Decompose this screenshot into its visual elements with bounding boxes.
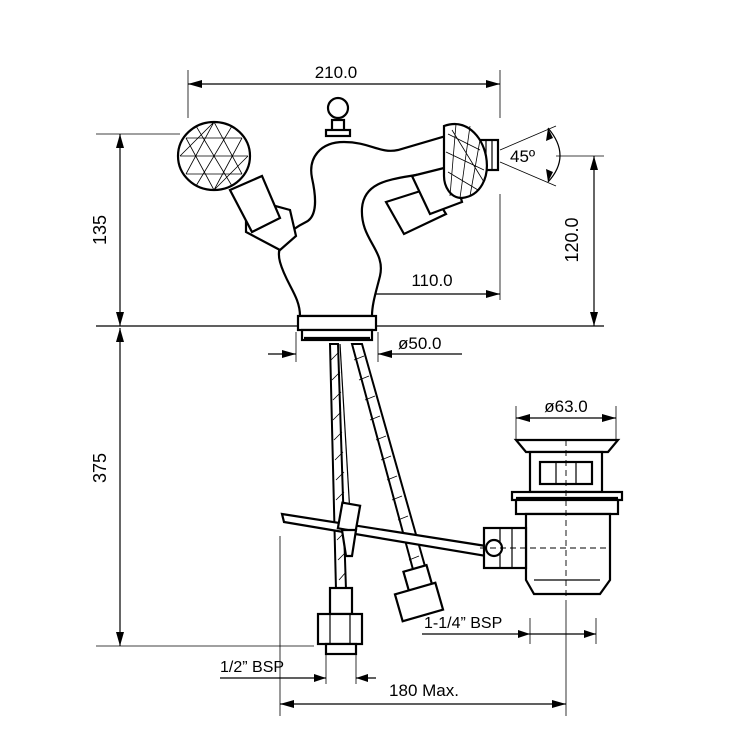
dimension-waste-diameter: ø63.0 [515,397,617,440]
height-375-label: 375 [90,453,110,483]
dimension-max-180: 180 Max. [279,536,567,716]
spout-angle-label: 45º [510,147,535,166]
dimension-base-diameter: ø50.0 [268,332,462,362]
inlet-thread-callout: 1/2” BSP [220,654,376,684]
base-diameter-label: ø50.0 [398,334,441,353]
right-crystal-knob-icon [442,123,488,200]
left-inlet-nut-icon [316,586,364,656]
popup-linkage [280,501,488,558]
dimension-height-120: 120.0 [556,155,604,326]
overall-width-label: 210.0 [315,63,358,82]
inlet-thread-label: 1/2” BSP [220,659,284,676]
waste-thread-callout: 1-1/4” BSP [422,615,597,644]
waste-thread-label: 1-1/4” BSP [424,615,502,632]
spout-reach-label: 110.0 [411,271,452,290]
height-120-label: 120.0 [562,217,582,262]
dimension-height-135: 135 [90,133,180,326]
dimension-height-375: 375 [90,328,314,647]
left-crystal-knob-icon [176,120,252,192]
dimension-spout-angle: 45º [499,125,561,187]
popup-waste-unit [480,438,624,600]
left-handle-arm [228,174,298,252]
max-180-label: 180 Max. [389,681,459,700]
waste-diameter-label: ø63.0 [544,397,587,416]
height-135-label: 135 [90,215,110,245]
right-inlet-nut-icon [393,563,445,623]
dimension-overall-width: 210.0 [187,63,501,118]
